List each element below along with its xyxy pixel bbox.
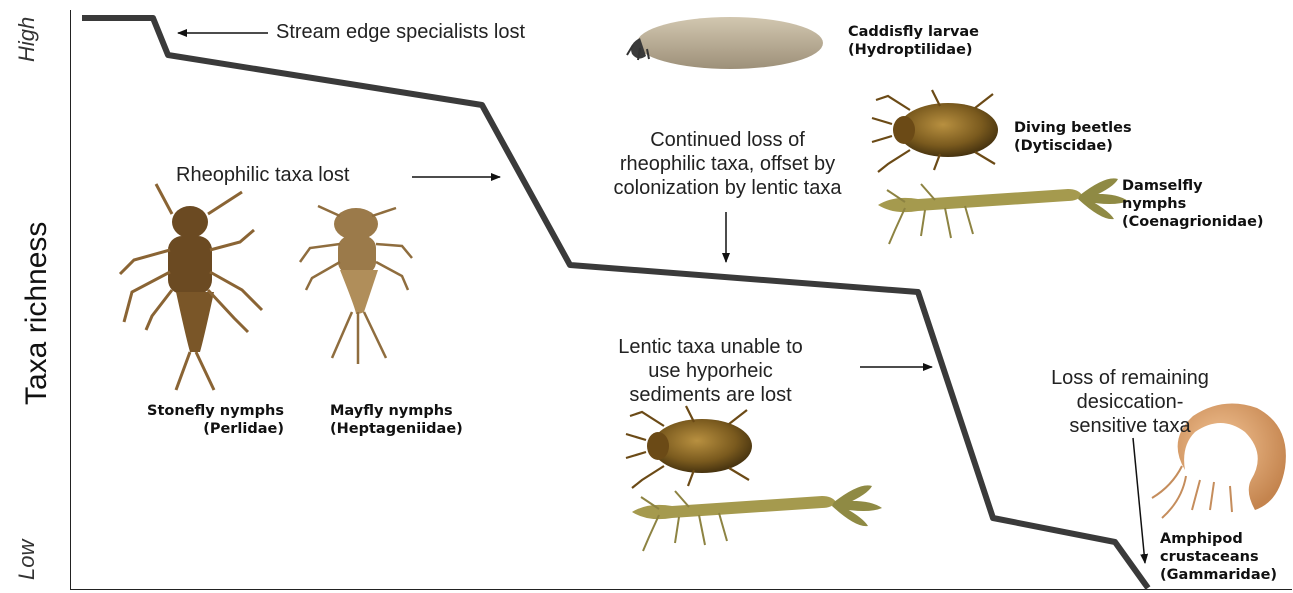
damselfly-name2: nymphs <box>1122 195 1264 213</box>
label-caddisfly: Caddisfly larvae (Hydroptilidae) <box>848 23 979 59</box>
amphipod-family: (Gammaridae) <box>1160 566 1277 584</box>
annotation-rheophilic: Rheophilic taxa lost <box>176 163 349 187</box>
label-stonefly: Stonefly nymphs (Perlidae) <box>122 402 284 438</box>
caddisfly-family: (Hydroptilidae) <box>848 41 979 59</box>
stonefly-family: (Perlidae) <box>122 420 284 438</box>
amphipod-name2: crustaceans <box>1160 548 1277 566</box>
richness-decline-line <box>82 18 1148 588</box>
diving-beetle-icon-lower <box>626 406 752 488</box>
annotation-continued-loss: Continued loss of rheophilic taxa, offse… <box>560 128 895 200</box>
annotation-stream-edge: Stream edge specialists lost <box>276 20 525 44</box>
annotation-lentic-unable: Lentic taxa unable to use hyporheic sedi… <box>578 335 843 407</box>
damselfly-nymph-icon-lower <box>632 485 882 551</box>
annotation-remaining: Loss of remaining desiccation- sensitive… <box>1012 366 1248 438</box>
stonefly-name: Stonefly nymphs <box>122 402 284 420</box>
mayfly-nymph-icon <box>300 206 412 364</box>
diving-beetles-name: Diving beetles <box>1014 119 1132 137</box>
caddisfly-name: Caddisfly larvae <box>848 23 979 41</box>
label-damselfly: Damselfly nymphs (Coenagrionidae) <box>1122 177 1264 231</box>
diving-beetles-family: (Dytiscidae) <box>1014 137 1132 155</box>
label-diving-beetles: Diving beetles (Dytiscidae) <box>1014 119 1132 155</box>
damselfly-name: Damselfly <box>1122 177 1264 195</box>
mayfly-name: Mayfly nymphs <box>330 402 463 420</box>
label-mayfly: Mayfly nymphs (Heptageniidae) <box>330 402 463 438</box>
mayfly-family: (Heptageniidae) <box>330 420 463 438</box>
arrow-remaining <box>1133 438 1145 563</box>
damselfly-family: (Coenagrionidae) <box>1122 213 1264 231</box>
damselfly-nymph-icon-upper <box>878 178 1128 244</box>
stonefly-nymph-icon <box>120 184 262 390</box>
label-amphipod: Amphipod crustaceans (Gammaridae) <box>1160 530 1277 584</box>
caddisfly-larva-icon <box>627 17 823 69</box>
amphipod-name: Amphipod <box>1160 530 1277 548</box>
